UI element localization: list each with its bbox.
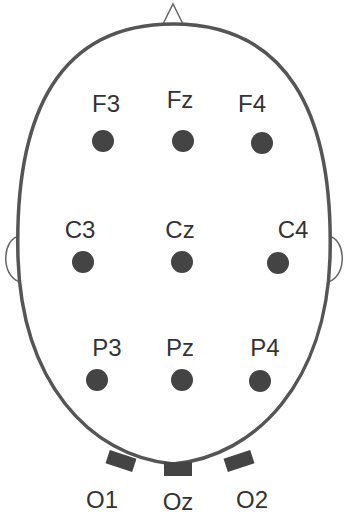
electrode-pad: [224, 450, 255, 472]
electrode-dot: [171, 369, 193, 391]
head-outline: [18, 24, 330, 464]
electrode-label: F4: [238, 92, 266, 116]
electrode-dot: [92, 130, 114, 152]
electrode-label: P4: [250, 336, 279, 360]
electrode-label: P3: [92, 336, 121, 360]
electrode-label: F3: [92, 92, 120, 116]
electrode-label: Pz: [166, 336, 194, 360]
occipital-electrodes: [106, 450, 255, 476]
electrode-dot: [171, 251, 193, 273]
electrode-label: O1: [86, 488, 118, 512]
electrode-label: C3: [65, 218, 96, 242]
electrode-pad: [164, 462, 192, 476]
electrode-dot: [72, 251, 94, 273]
electrode-dot: [86, 369, 108, 391]
electrode-label: C4: [278, 218, 309, 242]
electrode-label: O2: [236, 488, 268, 512]
electrode-dot: [267, 252, 289, 274]
electrode-label: Fz: [167, 88, 194, 112]
electrode-dot: [172, 130, 194, 152]
electrode-label: Oz: [163, 490, 194, 514]
electrode-dot: [249, 370, 271, 392]
electrode-dots: [72, 130, 289, 392]
electrode-dot: [251, 132, 273, 154]
electrode-label: Cz: [165, 218, 194, 242]
electrode-pad: [106, 450, 137, 472]
